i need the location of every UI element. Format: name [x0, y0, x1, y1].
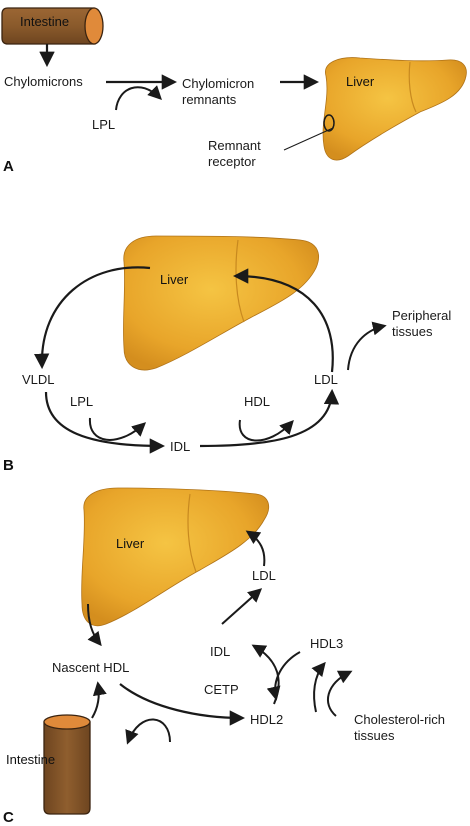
remnant-receptor-marker	[323, 114, 335, 132]
remnant-receptor-line2: receptor	[208, 154, 256, 169]
panel-letter-c: C	[3, 809, 14, 826]
peripheral-label-line1: Peripheral	[392, 308, 451, 323]
arrow-tissues-to-hdl3	[327, 670, 353, 717]
ldl-label-c: LDL	[252, 568, 276, 583]
cholesterol-tissues-line1: Cholesterol-rich	[354, 712, 445, 727]
lpl-curved-arrow-a	[115, 85, 162, 111]
remnants-label-line2: remnants	[182, 92, 237, 107]
panel-c: Liver LDL IDL Nascent HDL Intestine HDL2…	[3, 487, 445, 826]
hdl-curved-arrow-b	[238, 419, 294, 442]
lpl-label-a: LPL	[92, 117, 115, 132]
liver-label-a: Liver	[346, 74, 375, 89]
arrow-liver-to-vldl	[33, 266, 151, 370]
cetp-label: CETP	[204, 682, 239, 697]
panel-letter-a: A	[3, 158, 14, 175]
chylomicrons-label: Chylomicrons	[4, 74, 83, 89]
cholesterol-tissues-line2: tissues	[354, 728, 395, 743]
lecithin-curved-arrow-c	[125, 718, 171, 745]
lpl-label-b: LPL	[70, 394, 93, 409]
arrow-idl-to-ldl	[199, 388, 340, 448]
arrow-ldl-to-liver-c	[245, 530, 266, 567]
nascent-hdl-label: Nascent HDL	[52, 660, 129, 675]
arrow-hdl2-to-hdl3	[311, 661, 326, 713]
hdl2-label: HDL2	[250, 712, 283, 727]
arrow-nascent-to-hdl2	[119, 683, 246, 726]
arrow-ldl-to-liver	[232, 268, 334, 373]
panel-b: Liver VLDL LDL Peripheral tissues LPL ID…	[3, 235, 451, 474]
arrow-hdl3-to-hdl2-cetp	[266, 651, 301, 701]
arrow-ldl-to-peripheral	[347, 321, 387, 371]
remnants-label-line1: Chylomicron	[182, 76, 254, 91]
panel-letter-b: B	[3, 457, 14, 474]
lpl-curved-arrow-b	[88, 417, 147, 441]
liver-c-lobe-line	[187, 493, 197, 573]
liver-c	[81, 487, 270, 627]
arrow-idl-to-ldl-c	[221, 588, 263, 625]
idl-label-c: IDL	[210, 644, 230, 659]
liver-a-lobe-line	[408, 61, 417, 113]
liver-b-lobe-line	[235, 239, 245, 323]
remnant-receptor-line1: Remnant	[208, 138, 261, 153]
intestine-label-a: Intestine	[20, 14, 69, 29]
intestine-tube-a	[1, 7, 104, 45]
panel-a: Intestine Chylomicrons LPL Chylomicron r…	[1, 7, 467, 175]
liver-label-c: Liver	[116, 536, 145, 551]
remnant-receptor-leader	[283, 127, 334, 151]
arrow-intestine-to-nascent-hdl	[91, 681, 107, 719]
hdl-label-b: HDL	[244, 394, 270, 409]
liver-label-b: Liver	[160, 272, 189, 287]
peripheral-label-line2: tissues	[392, 324, 433, 339]
arrow-liver-to-nascent-hdl	[87, 603, 102, 647]
idl-label-b: IDL	[170, 439, 190, 454]
vldl-label: VLDL	[22, 372, 55, 387]
liver-b	[123, 235, 319, 371]
intestine-label-c: Intestine	[6, 752, 55, 767]
ldl-label-b: LDL	[314, 372, 338, 387]
intestine-tube-c	[43, 714, 91, 815]
liver-a	[322, 57, 467, 161]
hdl3-label: HDL3	[310, 636, 343, 651]
arrow-vldl-to-idl	[44, 391, 166, 454]
